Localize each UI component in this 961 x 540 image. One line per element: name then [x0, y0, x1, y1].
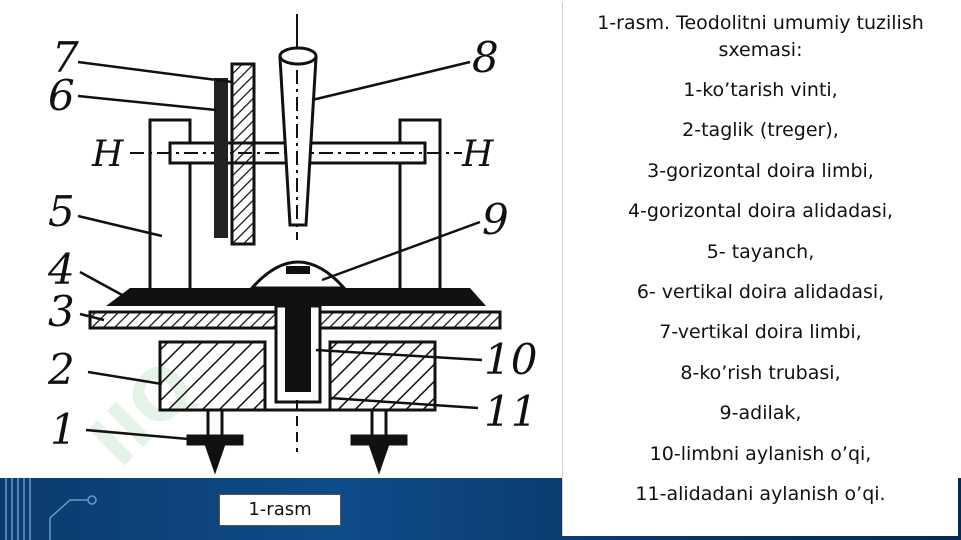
part-number-3: 3	[48, 287, 75, 336]
legend-item: 6- vertikal doira alidadasi,	[636, 281, 885, 304]
figure-label: 1-rasm	[219, 494, 341, 526]
part-number-8: 8	[472, 33, 499, 82]
leader-lines	[77, 60, 483, 442]
legend-item: 9-adilak,	[719, 402, 802, 425]
part-number-10: 10	[484, 335, 537, 384]
part-number-11: 11	[484, 387, 537, 436]
part-number-7: 7	[52, 33, 79, 82]
part-number-4: 4	[47, 245, 75, 294]
circuit-decor	[5, 478, 97, 540]
caption-title: 1-rasm. Teodolitni umumiy tuzilish sxema…	[597, 12, 924, 61]
part-number-labels: 1 2 3 4 5 6 7 8 9 10 11	[47, 33, 537, 454]
level-bubble	[248, 260, 348, 290]
legend-item: 4-gorizontal doira alidadasi,	[627, 200, 894, 223]
axis-labels: H H	[91, 134, 494, 175]
legend-item: 1-ko’tarish vinti,	[683, 79, 838, 101]
legend-item: 5- tayanch,	[706, 240, 815, 263]
theodolite-diagram: IIQ	[47, 14, 538, 483]
part-number-1: 1	[50, 405, 77, 454]
part-number-2: 2	[47, 345, 75, 394]
part-number-9: 9	[482, 195, 509, 244]
legend-item: 11-alidadani aylanish o’qi.	[635, 483, 886, 506]
axis-label-left: H	[91, 134, 124, 175]
legend-item: 10-limbni aylanish o’qi,	[649, 442, 872, 465]
axis-label-right: H	[461, 134, 494, 175]
rotation-axes	[274, 304, 322, 452]
part-number-5: 5	[48, 187, 75, 236]
parts-legend-list: 1-ko’tarish vinti, 2-taglik (treger), 3-…	[563, 70, 958, 514]
vertical-circle	[214, 62, 256, 246]
alidade-plate	[106, 288, 486, 306]
legend-item: 2-taglik (treger),	[682, 119, 839, 142]
legend-item: 7-vertikal doira limbi,	[659, 321, 862, 344]
legend-item: 3-gorizontal doira limbi,	[647, 159, 874, 182]
telescope	[278, 14, 318, 240]
caption-panel: 1-rasm. Teodolitni umumiy tuzilish sxema…	[562, 2, 958, 536]
part-number-6: 6	[48, 71, 75, 120]
legend-item: 8-ko’rish trubasi,	[680, 361, 841, 384]
leveling-screws	[186, 408, 408, 475]
